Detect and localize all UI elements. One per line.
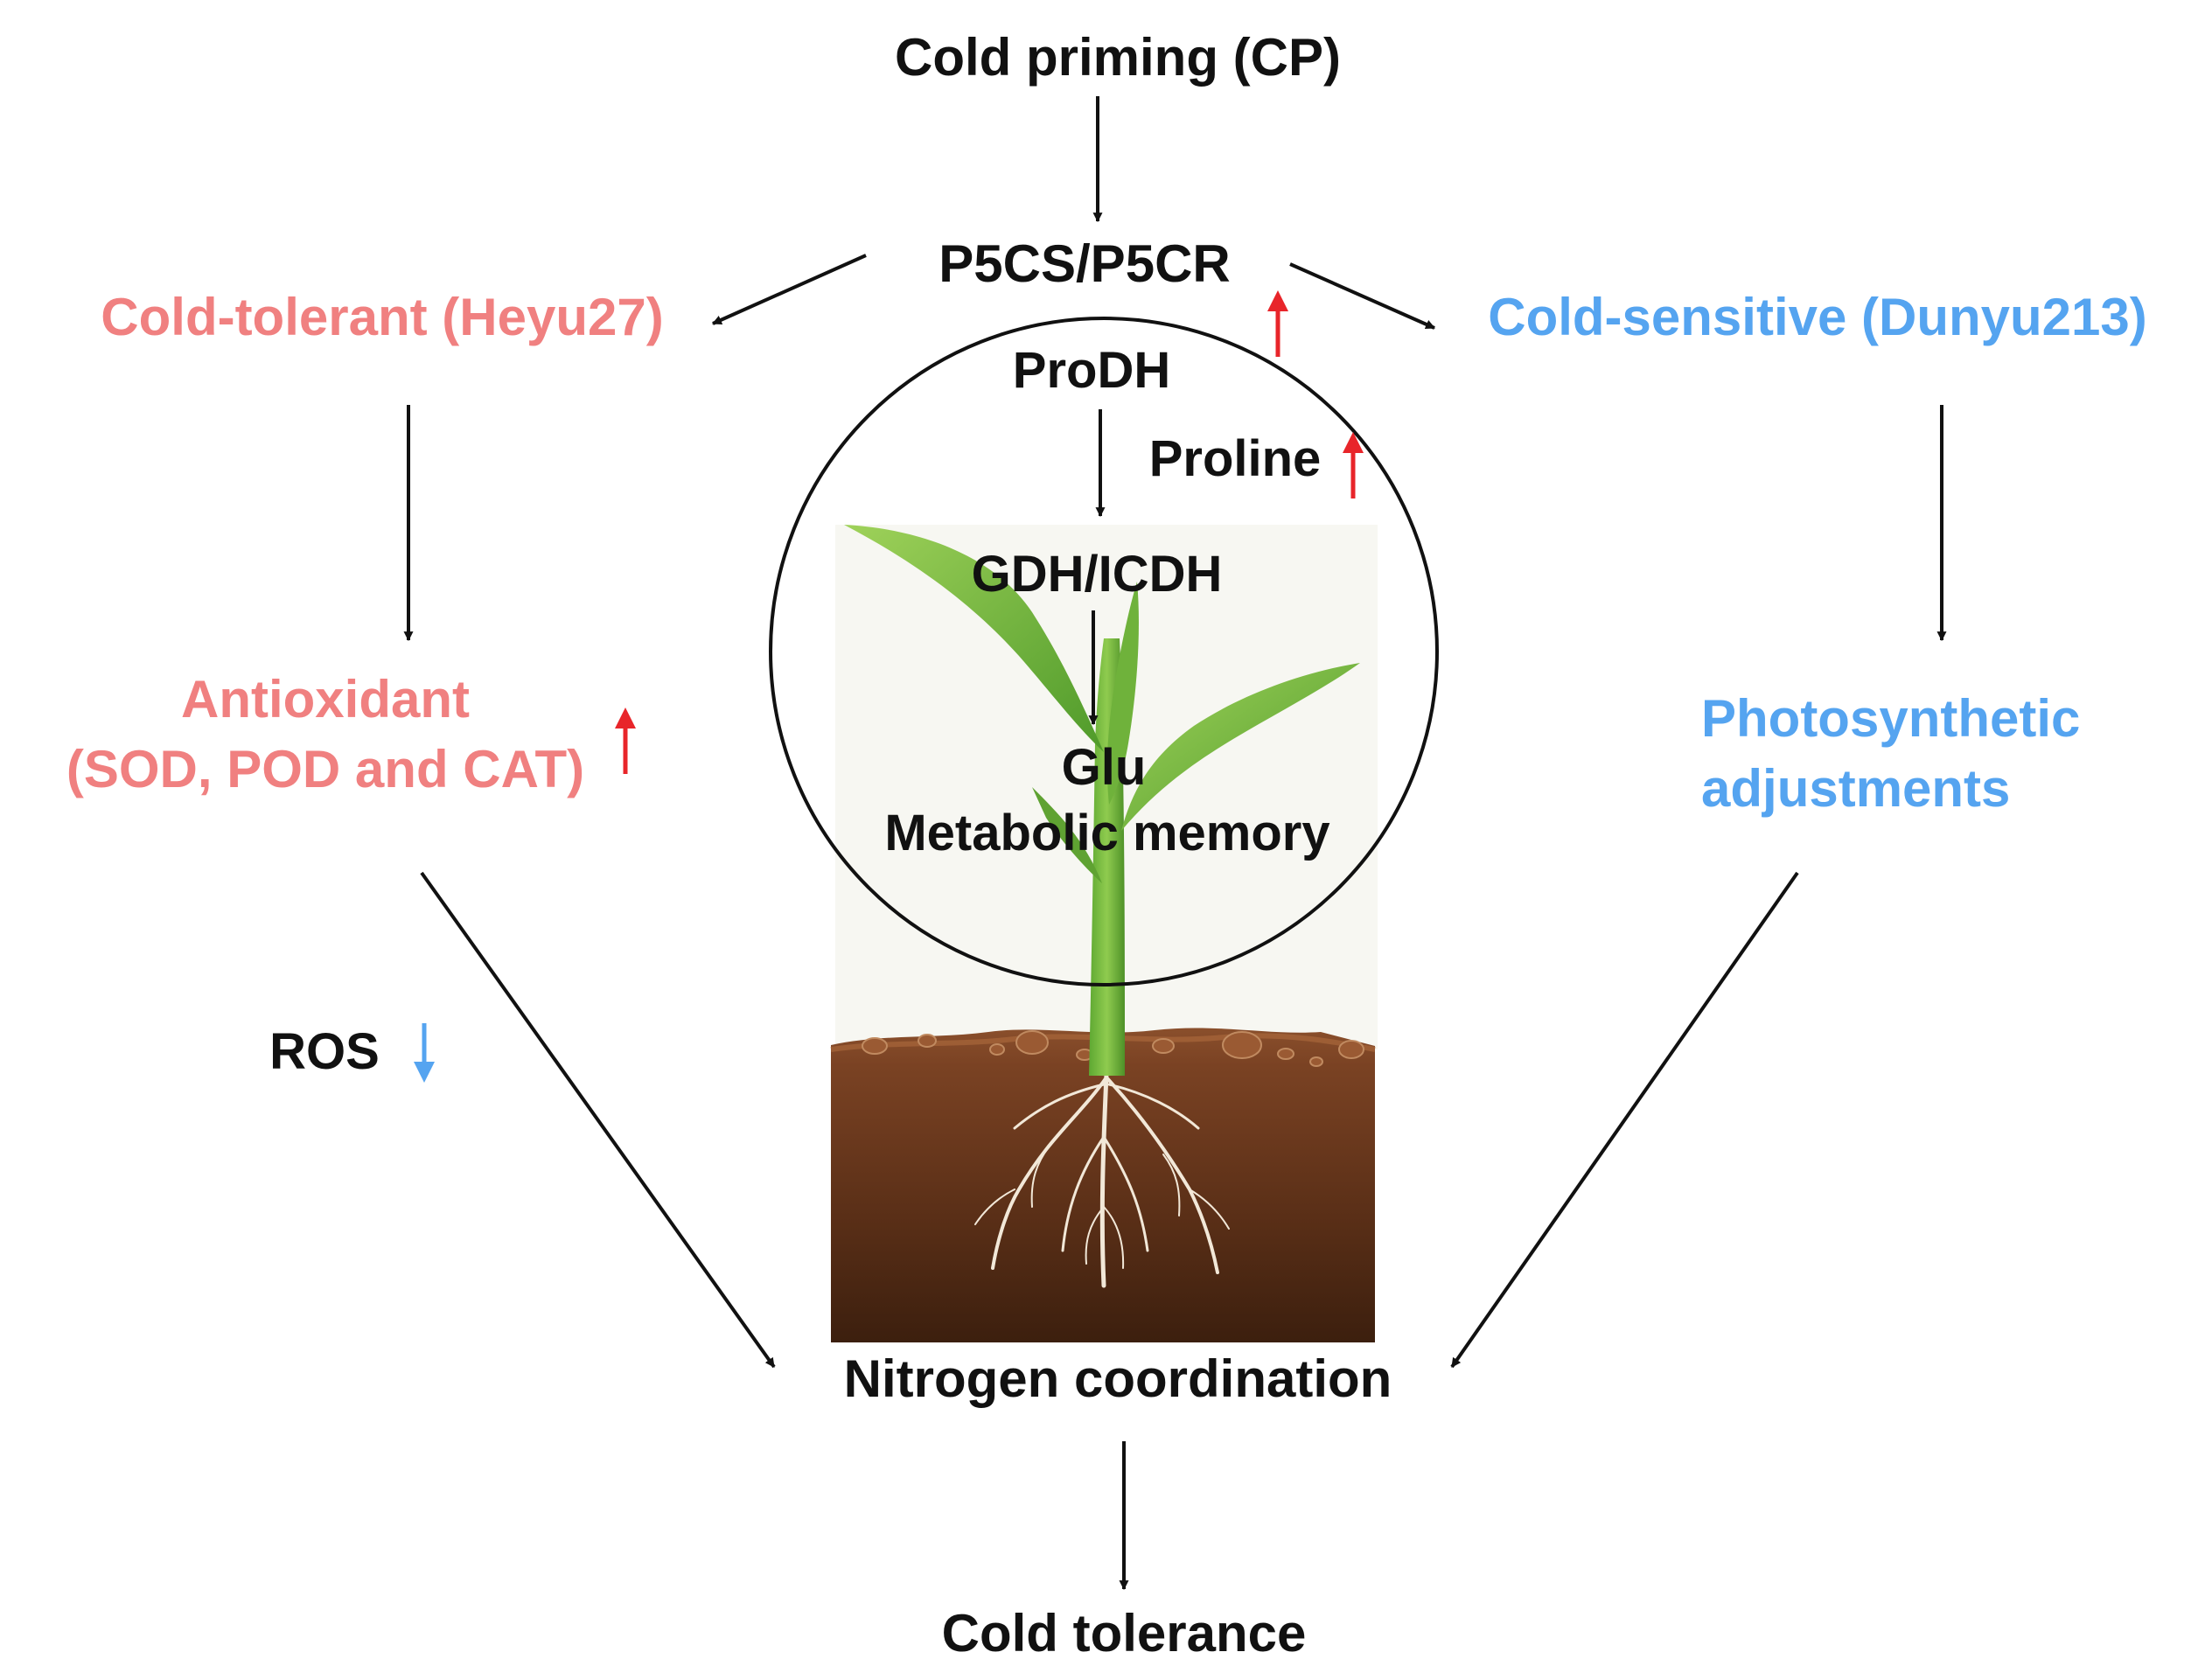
leaf-right <box>1121 663 1360 831</box>
arrow-photo-to-nitrogen <box>1450 871 1799 1369</box>
label-ros: ROS <box>269 1023 380 1080</box>
label-gdh-icdh: GDH/ICDH <box>972 546 1223 603</box>
label-cold-sensitive: Cold-sensitive (Dunyu213) <box>1488 288 2147 346</box>
label-cold-priming: Cold priming (CP) <box>895 28 1341 87</box>
metabolic-circle <box>769 317 1439 986</box>
label-antioxidant-enzymes: (SOD, POD and CAT) <box>66 740 584 798</box>
label-cold-tolerance: Cold tolerance <box>942 1604 1307 1663</box>
label-cold-tolerant: Cold-tolerant (Heyu27) <box>101 288 663 346</box>
red-up-arrow-icon <box>1343 432 1364 498</box>
label-prodh: ProDH <box>1013 342 1170 399</box>
arrow-p5cs-to-sensitive <box>1289 262 1436 330</box>
plant-roots <box>974 1071 1230 1288</box>
red-up-arrow-icon <box>615 708 636 774</box>
soil-droplets <box>862 1030 1364 1067</box>
label-antioxidant: Antioxidant <box>181 670 470 728</box>
flow-arrows <box>403 96 1947 1591</box>
label-proline: Proline <box>1149 430 1322 487</box>
plant-illustration <box>830 525 1378 1342</box>
leaf-left <box>844 525 1104 752</box>
leaf-lower <box>1032 787 1102 883</box>
blue-down-arrow-icon <box>414 1023 435 1083</box>
label-nitrogen-coordination: Nitrogen coordination <box>844 1349 1392 1408</box>
label-p5cs-p5cr: P5CS/P5CR <box>939 234 1230 293</box>
label-glu: Glu <box>1062 739 1147 796</box>
label-metabolic-memory: Metabolic memory <box>884 805 1329 861</box>
arrow-p5cs-to-tolerant <box>711 254 867 325</box>
leaf-upper <box>1106 582 1139 805</box>
label-adjustments: adjustments <box>1701 759 2010 818</box>
red-up-arrow-icon <box>1267 290 1288 357</box>
arrow-antioxidant-to-nitrogen <box>420 871 776 1369</box>
label-photosynthetic: Photosynthetic <box>1701 689 2080 748</box>
